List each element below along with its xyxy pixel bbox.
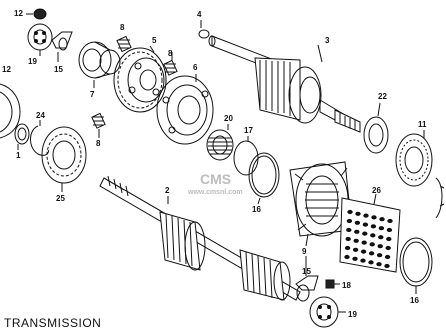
part-2-mainshaft [99, 175, 301, 301]
callout-11: 11 [418, 120, 427, 129]
gasket-hole [353, 238, 359, 243]
callout-9: 9 [302, 247, 307, 256]
callout-5: 5 [152, 36, 157, 45]
callout-3: 3 [325, 36, 330, 45]
part-15-collar-lower [295, 256, 319, 302]
part-16-ring-a [248, 152, 280, 205]
callout-2: 2 [165, 186, 170, 195]
callout-4: 4 [197, 10, 202, 19]
callout-16-mid: 16 [252, 205, 261, 214]
svg-text:CMS: CMS [200, 171, 231, 187]
gasket-hole [386, 236, 392, 242]
callout-19-top: 19 [28, 57, 37, 66]
gasket-hole [345, 236, 351, 242]
part-8-spring-mid [163, 52, 178, 76]
gasket-hole [355, 211, 361, 216]
part-17-o-ring [233, 136, 259, 176]
gasket-hole [362, 222, 369, 227]
gasket-hole [360, 249, 367, 254]
callout-8-mid: 8 [168, 49, 173, 58]
part-1-washer [14, 123, 30, 150]
part-8-spring-low [91, 112, 106, 138]
callout-15-low: 15 [302, 267, 311, 276]
part-26-gasket-plate [339, 193, 401, 273]
part-16-ring-b [399, 237, 433, 294]
part-19-bearing [27, 23, 53, 56]
callout-20: 20 [224, 114, 233, 123]
diagram-title: TRANSMISSION [4, 316, 102, 330]
part-3-countershaft [208, 35, 361, 133]
gasket-hole [362, 231, 368, 236]
gasket-hole [376, 262, 382, 267]
part-5-gear [113, 45, 167, 113]
callout-8-low: 8 [96, 139, 101, 148]
part-8-spring-top [116, 35, 132, 53]
gasket-hole [352, 247, 359, 252]
gasket-hole [346, 218, 353, 224]
gasket-hole [354, 229, 360, 234]
svg-text:www.cmsnl.com: www.cmsnl.com [187, 189, 243, 196]
callout-17: 17 [244, 126, 253, 135]
gasket-hole [384, 254, 391, 260]
callout-22: 22 [378, 92, 387, 101]
part-4-cap [198, 20, 210, 39]
callout-7: 7 [90, 90, 95, 99]
gasket-hole [386, 227, 393, 233]
callout-18: 18 [342, 281, 351, 290]
part-18-pin [325, 279, 340, 289]
gasket-hole [377, 244, 383, 249]
callout-16-low: 16 [410, 296, 419, 305]
gasket-hole [387, 218, 393, 224]
gasket-hole [378, 226, 385, 231]
gasket-hole [363, 213, 369, 218]
gasket-hole [379, 217, 385, 222]
gasket-hole [371, 215, 377, 220]
part-7-bushing [78, 41, 121, 88]
gasket-hole [360, 258, 366, 263]
part-20-needle-bearing [206, 124, 234, 161]
callout-6: 6 [193, 63, 198, 72]
part-22-seal [363, 102, 389, 154]
part-9-housing [289, 161, 353, 247]
gasket-hole [354, 220, 361, 225]
gasket-hole [378, 235, 384, 240]
gasket-hole [368, 251, 375, 256]
gasket-hole [370, 233, 376, 238]
circlip-right [435, 177, 445, 219]
gasket-hole [344, 254, 350, 260]
callout-12-top: 12 [14, 9, 23, 18]
gasket-hole [369, 242, 375, 247]
gasket-hole [352, 256, 358, 261]
gasket-hole [384, 263, 390, 269]
gasket-hole [376, 253, 383, 258]
part-25-ball-bearing [41, 126, 87, 192]
part-12-cap [26, 8, 47, 20]
gasket-hole [347, 209, 353, 215]
gasket-hole [368, 260, 374, 265]
callout-26: 26 [372, 186, 381, 195]
callout-19-lower: 19 [348, 310, 357, 319]
callout-8-top: 8 [120, 23, 125, 32]
part-15-collar-left [51, 31, 73, 62]
callout-1: 1 [16, 151, 21, 160]
gasket-hole [370, 224, 377, 229]
gasket-hole [344, 245, 351, 251]
part-12-bearing-left [0, 83, 21, 139]
callout-12-left: 12 [2, 65, 11, 74]
callout-15-top: 15 [54, 65, 63, 74]
part-24-circlip [30, 120, 49, 156]
gasket-hole [361, 240, 367, 245]
gasket-hole [385, 245, 391, 251]
part-6-hub-plate [156, 74, 214, 145]
callout-25: 25 [56, 194, 65, 203]
callout-24: 24 [36, 111, 45, 120]
watermark: CMS www.cmsnl.com [187, 171, 243, 196]
part-11-bearing [395, 130, 433, 187]
part-19-bearing-lower [309, 296, 346, 328]
gasket-hole [346, 227, 352, 233]
